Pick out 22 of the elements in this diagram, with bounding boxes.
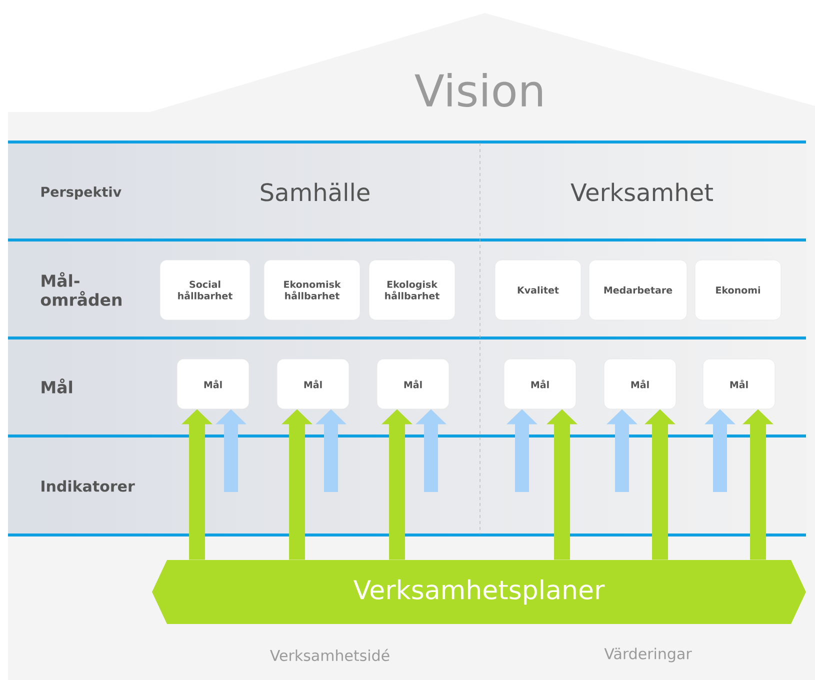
row-label: Perspektiv xyxy=(41,186,122,200)
vision-heading: Vision xyxy=(414,72,542,108)
goal-box: Mål xyxy=(504,358,576,410)
goal-box: Mål xyxy=(176,358,250,410)
plan-band: Verksamhetsplaner xyxy=(152,560,806,624)
goal-box: Ekonomisk hållbarhet xyxy=(264,260,360,320)
goal-box: Mål xyxy=(604,358,676,410)
column-heading: Verksamhet xyxy=(570,182,713,202)
goal-box: Mål xyxy=(702,358,776,410)
goal-box: Kvalitet xyxy=(494,260,582,320)
row-label: Mål- områden xyxy=(40,272,122,306)
goal-box: Social hållbarhet xyxy=(160,260,250,320)
goal-box: Medarbetare xyxy=(588,260,688,320)
row-label: Indikatorer xyxy=(42,480,135,492)
goal-box: Ekonomi xyxy=(694,260,782,320)
footer-label: Verksamhetsidé xyxy=(270,648,390,662)
column-heading: Samhälle xyxy=(260,182,370,202)
goal-box: Ekologisk hållbarhet xyxy=(368,260,456,320)
goal-box: Mål xyxy=(376,358,450,410)
footer-label: Värderingar xyxy=(604,648,692,662)
goal-box: Mål xyxy=(276,358,350,410)
row-label: Mål xyxy=(42,378,72,394)
